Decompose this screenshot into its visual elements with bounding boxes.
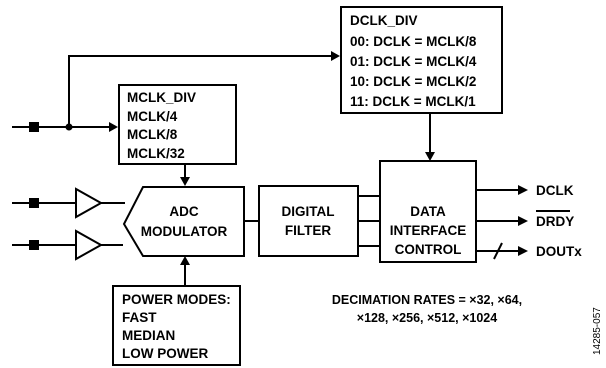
mclk-input-pin xyxy=(29,122,39,132)
mclk-div-block xyxy=(118,84,237,165)
doutx-output-label: DOUTx xyxy=(536,244,582,259)
doutx-bus-slash xyxy=(493,242,503,260)
data-interface-block xyxy=(379,160,477,263)
dclk-div-option-01: 01: DCLK = MCLK/4 xyxy=(350,54,477,69)
figure-id: 14285-057 xyxy=(592,307,603,355)
mclk-div-option-8: MCLK/8 xyxy=(127,127,178,142)
dclk-div-block xyxy=(340,6,503,114)
decimation-rates-line-2: ×128, ×256, ×512, ×1024 xyxy=(357,311,497,325)
power-mode-fast: FAST xyxy=(122,310,157,325)
adc-modulator-label-2: MODULATOR xyxy=(141,224,228,239)
digital-filter-block xyxy=(258,185,359,257)
dclk-div-option-11: 11: DCLK = MCLK/1 xyxy=(350,94,476,109)
mclk-div-option-4: MCLK/4 xyxy=(127,109,178,124)
dclk-div-title: DCLK_DIV xyxy=(350,13,418,28)
drdy-output-label: DRDY xyxy=(536,214,574,229)
dclk-div-option-10: 10: DCLK = MCLK/2 xyxy=(350,74,476,89)
data-interface-label-2: INTERFACE xyxy=(390,223,467,238)
mclk-div-title: MCLK_DIV xyxy=(127,90,196,105)
drdy-output-arrow xyxy=(518,216,528,226)
power-to-adc-arrow xyxy=(180,256,190,265)
analog-in1-pin xyxy=(29,198,39,208)
digital-filter-label-1: DIGITAL xyxy=(282,204,335,219)
mclk-to-dclkdiv-arrow xyxy=(331,51,340,61)
dclk-output-label: DCLK xyxy=(536,183,574,198)
mclkdiv-to-adc-arrow xyxy=(180,177,190,186)
power-mode-low-power: LOW POWER xyxy=(122,346,208,361)
buffer-amp-1 xyxy=(75,187,104,219)
buffer-amp-2 xyxy=(75,229,104,261)
adc-modulator-block xyxy=(122,186,245,257)
dclk-div-option-00: 00: DCLK = MCLK/8 xyxy=(350,34,477,49)
analog-in2-pin xyxy=(29,240,39,250)
data-interface-label-1: DATA xyxy=(410,204,446,219)
dclkdiv-to-interface-arrow xyxy=(425,152,435,161)
digital-filter-label-2: FILTER xyxy=(285,223,331,238)
dclk-output-arrow xyxy=(518,185,528,195)
mclk-to-dclkdiv-wire xyxy=(68,55,334,127)
decimation-rates-line-1: DECIMATION RATES = ×32, ×64, xyxy=(332,293,522,307)
mclk-div-option-32: MCLK/32 xyxy=(127,146,185,161)
doutx-output-arrow xyxy=(518,246,528,256)
power-mode-median: MEDIAN xyxy=(122,328,175,343)
adc-modulator-label-1: ADC xyxy=(169,204,198,219)
power-modes-title: POWER MODES: xyxy=(122,292,231,307)
power-modes-block xyxy=(112,285,241,366)
data-interface-label-3: CONTROL xyxy=(395,242,462,257)
mclk-input-arrow xyxy=(109,122,118,132)
